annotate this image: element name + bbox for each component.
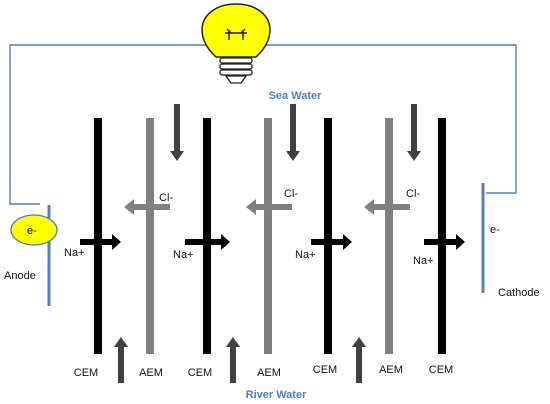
electron-anode-label: e- xyxy=(27,225,37,237)
lightbulb-icon xyxy=(201,3,271,84)
electron-cathode-label: e- xyxy=(490,224,500,236)
sea-water-flow-arrow-2 xyxy=(286,104,300,161)
cl-arrow-2 xyxy=(246,199,292,215)
river-water-flow-arrow-2 xyxy=(226,337,240,383)
na-arrow-1 xyxy=(80,234,121,250)
membrane-1 xyxy=(94,118,102,354)
river-water-label: River Water xyxy=(246,389,307,401)
electron-bubble xyxy=(10,214,58,246)
na-arrow-4 xyxy=(424,234,465,250)
anode-label: Anode xyxy=(4,270,36,282)
membrane-label-5: CEM xyxy=(313,364,337,376)
cl-label-3: Cl- xyxy=(406,188,420,200)
na-label-3: Na+ xyxy=(295,249,316,261)
sea-water-flow-arrow-3 xyxy=(407,104,421,161)
membrane-label-2: AEM xyxy=(139,367,163,379)
membrane-label-7: CEM xyxy=(429,364,453,376)
sea-water-label: Sea Water xyxy=(269,90,323,102)
cl-arrow-1 xyxy=(124,199,170,215)
cl-label-2: Cl- xyxy=(284,188,298,200)
na-arrow-2 xyxy=(185,234,230,250)
cathode-label: Cathode xyxy=(498,287,540,299)
na-label-4: Na+ xyxy=(413,255,434,267)
cl-arrow-3 xyxy=(364,199,410,215)
cl-label-1: Cl- xyxy=(159,192,173,204)
membrane-5 xyxy=(324,118,332,354)
membrane-7 xyxy=(438,118,446,354)
membrane-6 xyxy=(385,118,393,354)
membrane-3 xyxy=(203,118,211,354)
na-arrow-3 xyxy=(311,234,352,250)
na-label-1: Na+ xyxy=(64,247,85,259)
membrane-4 xyxy=(264,118,272,354)
membrane-label-6: AEM xyxy=(379,364,403,376)
membrane-label-4: AEM xyxy=(257,367,281,379)
membrane-label-3: CEM xyxy=(188,367,212,379)
membrane-label-1: CEM xyxy=(74,367,98,379)
membrane-2 xyxy=(146,118,154,354)
sea-water-flow-arrow-1 xyxy=(170,104,184,161)
na-label-2: Na+ xyxy=(173,249,194,261)
river-water-flow-arrow-3 xyxy=(352,337,366,383)
river-water-flow-arrow-1 xyxy=(114,337,128,383)
